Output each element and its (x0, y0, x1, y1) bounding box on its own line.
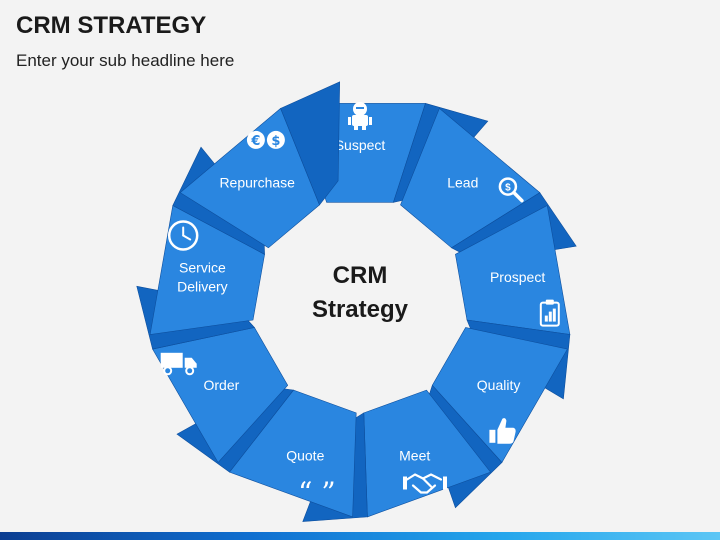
center-title-line1: CRM (333, 262, 388, 289)
thumbs-up-icon (489, 418, 516, 444)
segment-label-lead: Lead (447, 174, 478, 190)
handshake-icon (403, 473, 447, 494)
svg-text:$: $ (271, 134, 280, 149)
clipboard-chart-icon (539, 299, 560, 327)
svg-text:€: € (250, 134, 260, 149)
segment-label-service-1: Service (179, 260, 226, 276)
search-dollar-icon: $ (498, 177, 524, 203)
segment-label-repurchase: Repurchase (219, 174, 295, 190)
segment-label-quote: Quote (286, 447, 324, 463)
robot-icon (348, 102, 372, 130)
page-title: CRM STRATEGY (16, 12, 207, 39)
segment-label-service-2: Delivery (177, 279, 228, 295)
segment-repurchase: Repurchase€$ (179, 81, 341, 249)
segment-label-quality: Quality (477, 377, 521, 393)
page-subtitle: Enter your sub headline here (16, 51, 235, 70)
segment-label-prospect: Prospect (490, 269, 545, 285)
euro-dollar-icon: €$ (246, 130, 285, 149)
svg-text:“ ”: “ ” (298, 476, 336, 509)
segment-label-suspect: Suspect (335, 137, 386, 153)
segment-side-repurchase (280, 81, 341, 206)
footer-bar (0, 532, 720, 540)
segment-label-meet: Meet (399, 447, 430, 463)
clock-icon (167, 220, 199, 251)
segment-label-order: Order (204, 377, 240, 393)
truck-icon (160, 352, 197, 376)
svg-text:$: $ (505, 183, 511, 194)
center-title-line2: Strategy (312, 296, 409, 323)
quote-marks-icon: “ ” (298, 476, 336, 509)
